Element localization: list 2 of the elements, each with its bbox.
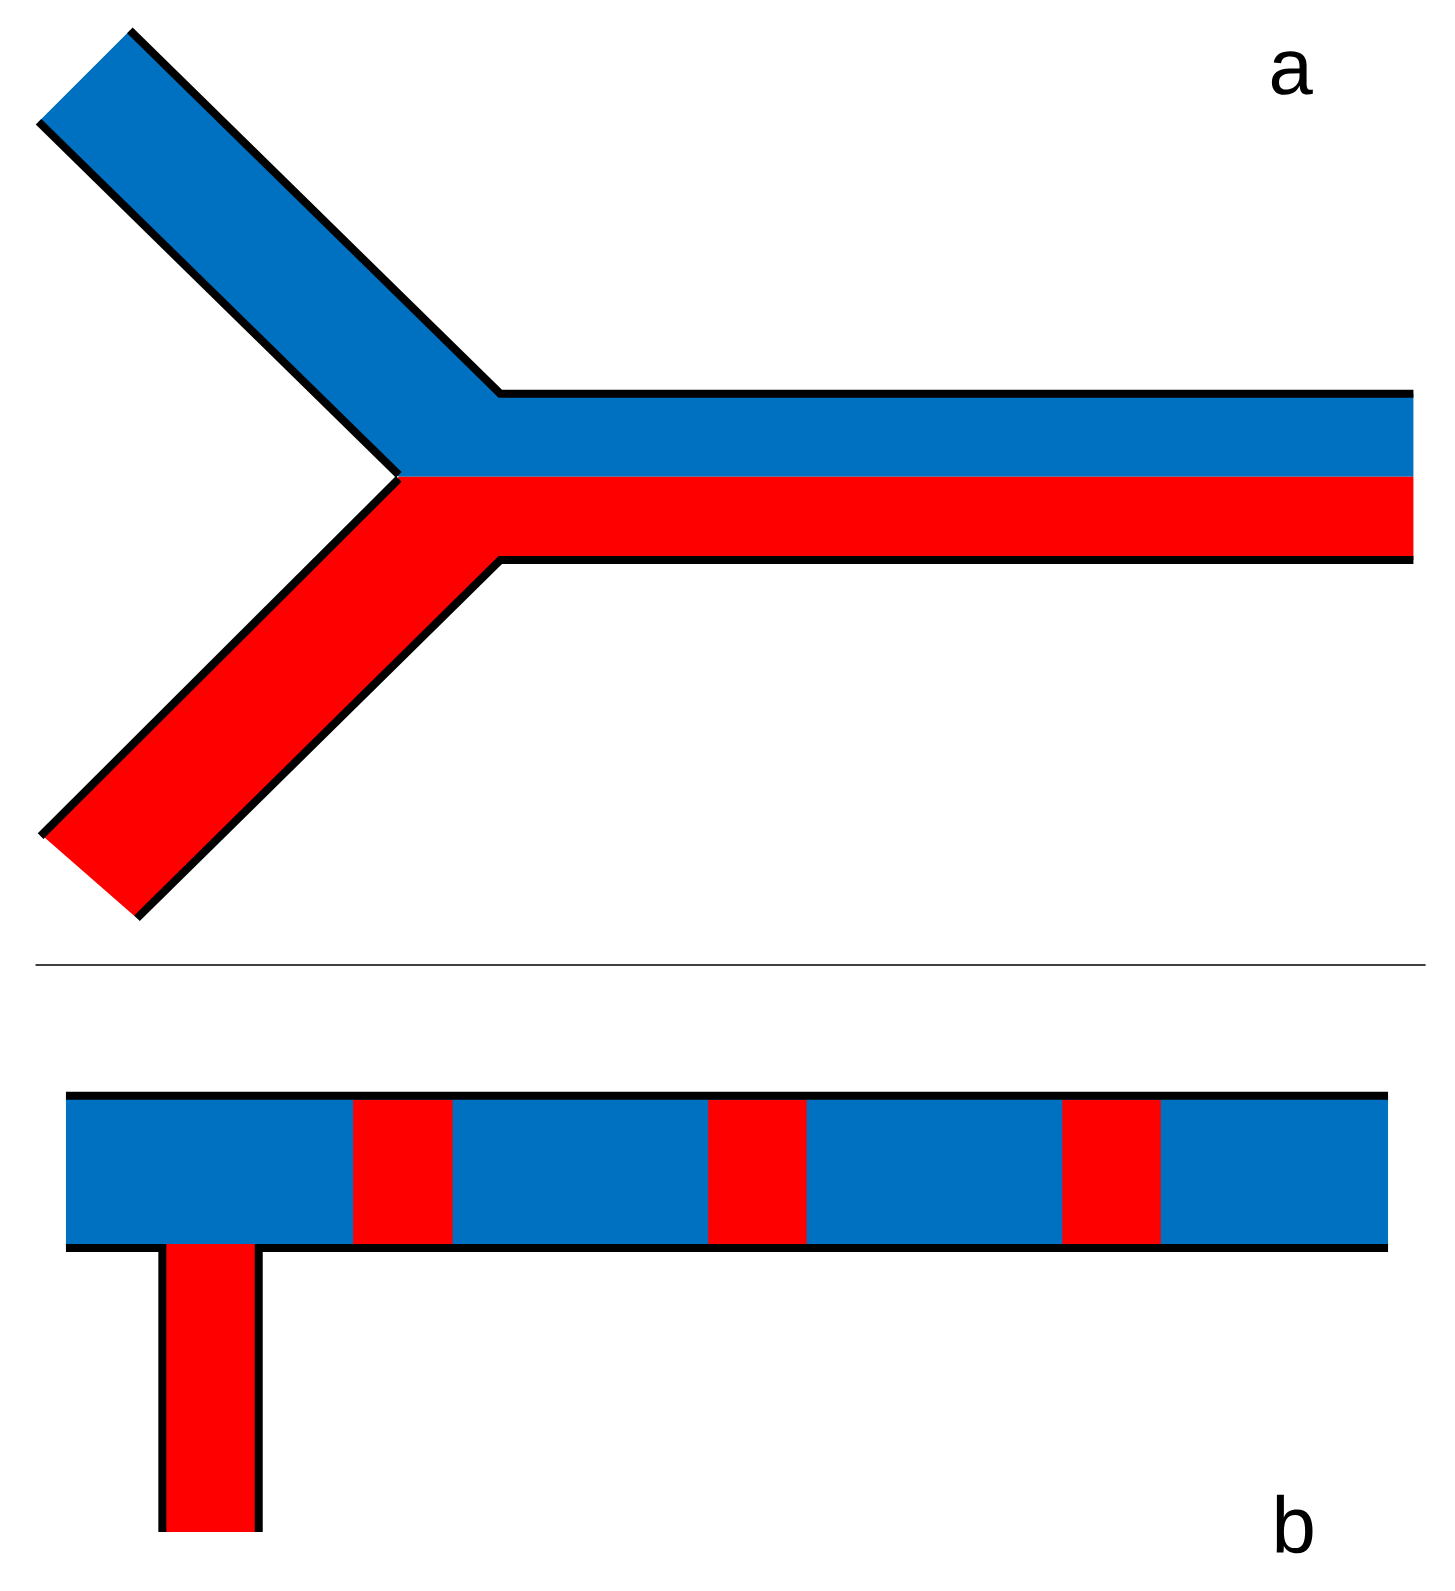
panel-label: a <box>1271 51 1313 95</box>
panel-label: b <box>1276 1494 1313 1554</box>
